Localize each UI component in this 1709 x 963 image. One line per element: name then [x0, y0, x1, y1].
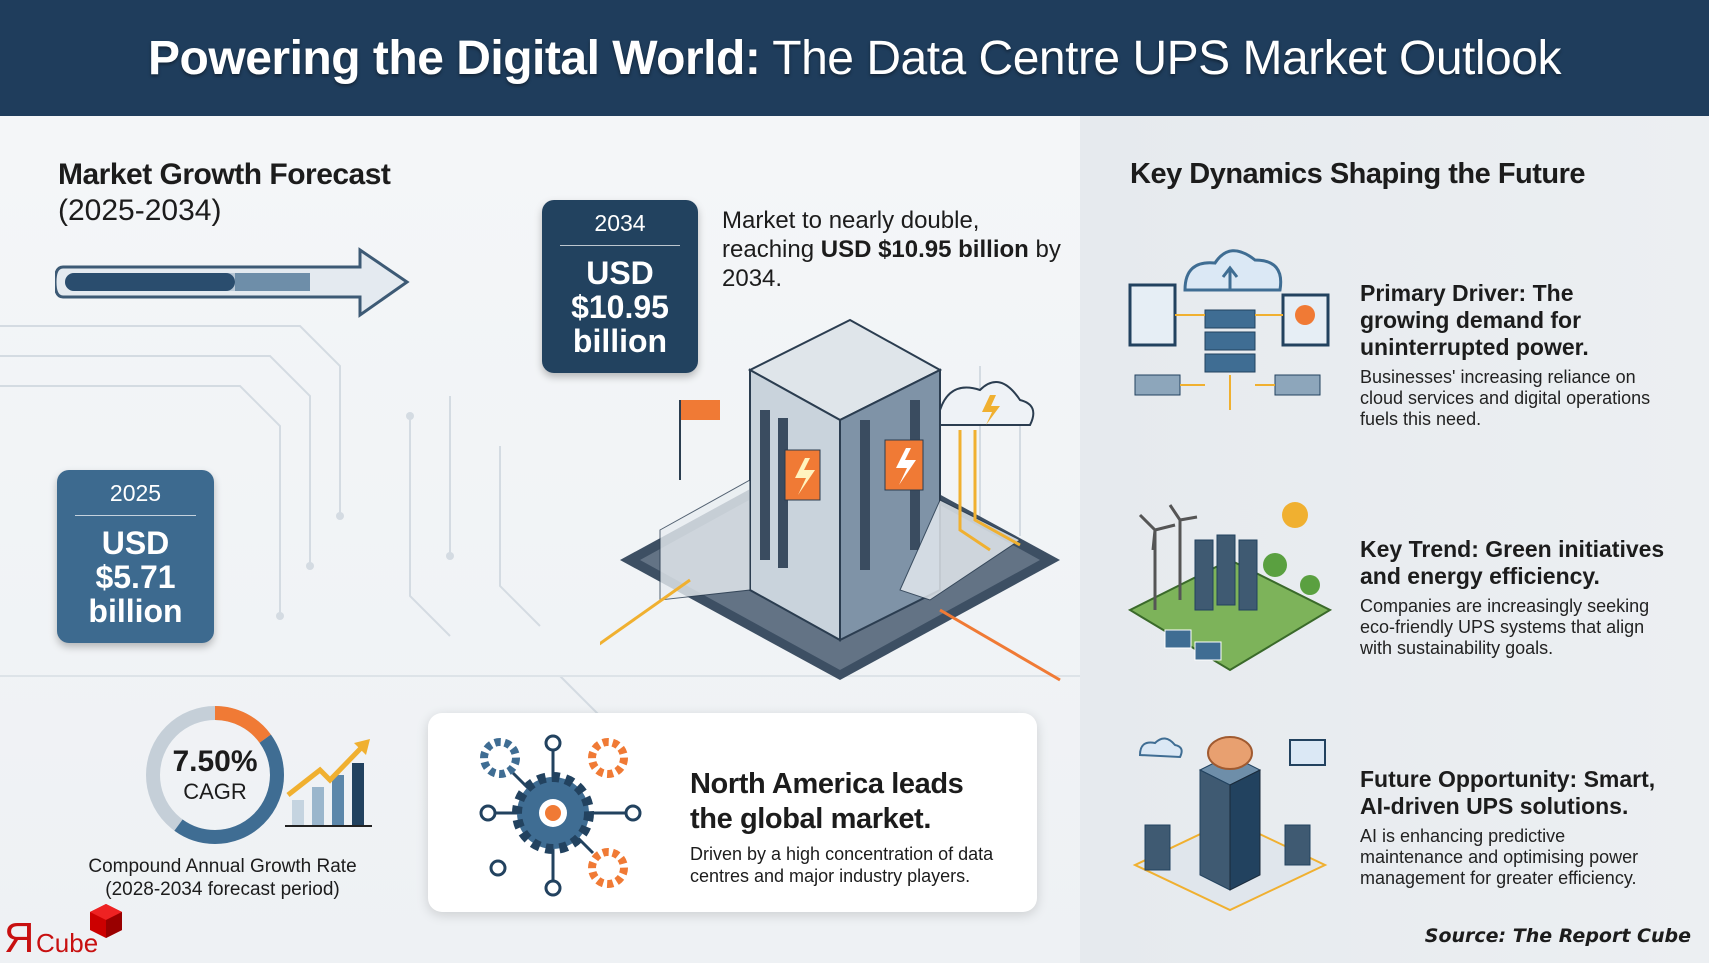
- cagr-caption: Compound Annual Growth Rate(2028-2034 fo…: [88, 856, 357, 900]
- dynamic-item-2: Key Trend: Green initiatives and energy …: [1360, 536, 1670, 659]
- item-description: AI is enhancing predictive maintenance a…: [1360, 826, 1639, 888]
- page-title: Powering the Digital World: The Data Cen…: [148, 31, 1561, 85]
- cagr-value: 7.50%: [172, 745, 258, 778]
- year-label: 2034: [560, 200, 680, 246]
- item-title: Key Trend: Green initiatives and energy …: [1360, 536, 1665, 589]
- bar-chart-growth-icon: [285, 739, 372, 827]
- dynamic-item-3: Future Opportunity: Smart, AI-driven UPS…: [1360, 766, 1670, 889]
- source-label: Source: The Report Cube: [1424, 925, 1691, 947]
- growth-arrow-icon: [55, 247, 410, 318]
- donut-progress: [146, 706, 284, 844]
- rcube-logo: R Cube: [4, 900, 134, 961]
- cagr-label: CAGR: [183, 779, 247, 804]
- cloud-server-network-icon: [1128, 249, 1330, 410]
- item-title: Primary Driver: The growing demand for u…: [1360, 280, 1589, 360]
- green-datacenter-icon: [1127, 502, 1333, 672]
- item-title: Future Opportunity: Smart, AI-driven UPS…: [1360, 766, 1656, 819]
- donut-highlight: [146, 706, 284, 844]
- item-description: Companies are increasingly seeking eco-f…: [1360, 596, 1650, 658]
- cube-logo-icon: [90, 904, 122, 938]
- item-description: Businesses' increasing reliance on cloud…: [1360, 367, 1651, 429]
- cagr-donut-chart: [146, 706, 284, 844]
- right-panel: [1080, 116, 1709, 963]
- dynamics-title: Key Dynamics Shaping the Future: [1130, 158, 1586, 190]
- gears-network-icon: [479, 734, 642, 897]
- forecast-title: Market Growth Forecast: [58, 158, 391, 191]
- header-banner: Powering the Digital World: The Data Cen…: [0, 0, 1709, 116]
- forecast-period: (2025-2034): [58, 194, 222, 227]
- cagr-value-group: 7.50% CAGR: [140, 745, 290, 805]
- data-centre-building-illustration: [600, 318, 1061, 682]
- dynamic-item-1: Primary Driver: The growing demand for u…: [1360, 280, 1660, 430]
- ai-brain-server-icon: [1132, 736, 1328, 912]
- year-label: 2025: [75, 470, 196, 516]
- growth-description: Market to nearly double, reaching USD $1…: [722, 207, 1061, 292]
